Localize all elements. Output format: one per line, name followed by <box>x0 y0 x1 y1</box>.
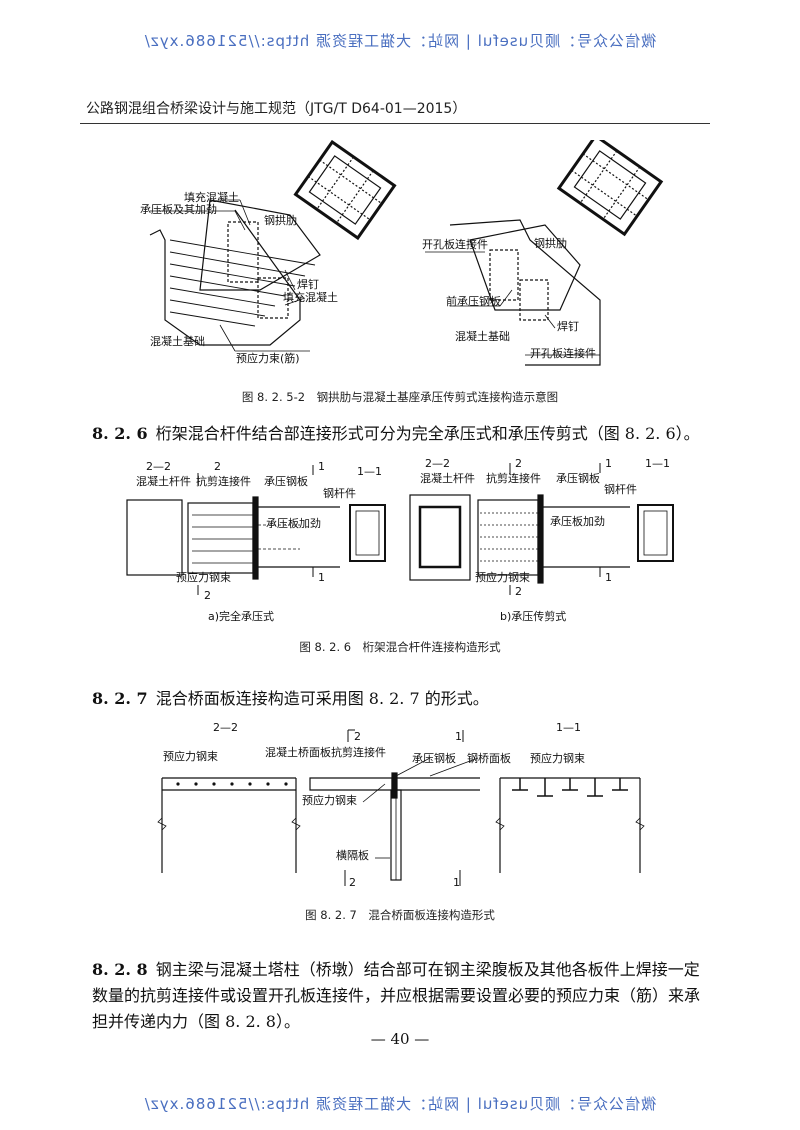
page-number: — 40 — <box>370 1030 430 1048</box>
b-concrete-member <box>477 499 539 576</box>
right-deck-section <box>499 777 641 873</box>
b-concrete-member-label: 混凝土杆件 <box>420 471 475 485</box>
a-steel-member-label: 钢杆件 <box>323 486 356 500</box>
watermark-bottom: 微信公众号：顺贝useful | 网站：大猫工程资源 https://52168… <box>143 1095 657 1113</box>
b-mark1-top: 1 <box>605 457 612 470</box>
diaphragm-label: 横隔板 <box>336 848 369 862</box>
header-rule <box>80 123 710 124</box>
label-concrete-foundation-right: 混凝土基础 <box>455 329 510 343</box>
right-prestress-label: 预应力钢束 <box>530 751 585 765</box>
figure-8-2-6: 2—2 混凝土杆件 2 抗剪连接件 承压钢板 1 1—1 钢杆件 承压板加劲 预… <box>126 457 674 623</box>
label-pbl-connector-top: 开孔板连接件 <box>422 237 488 251</box>
b-steel-member-label: 钢杆件 <box>604 482 637 496</box>
b-mark1-bottom: 1 <box>605 571 612 584</box>
clause-text: 混合桥面板连接构造可采用图 8. 2. 7 的形式。 <box>155 689 489 708</box>
watermark-top: 微信公众号：顺贝useful | 网站：大猫工程资源 https://52168… <box>143 32 657 50</box>
right-pbl-block <box>489 249 519 301</box>
a-sec11: 1—1 <box>357 465 382 478</box>
label-fill-concrete-top: 填充混凝土 <box>184 190 239 204</box>
a-prestress-label: 预应力钢束 <box>176 570 231 584</box>
left-foundation-outline <box>149 209 301 346</box>
left-fill-block <box>227 221 259 283</box>
a-sec22: 2—2 <box>146 460 171 473</box>
left-deck-section <box>161 777 297 873</box>
clause-text: 钢主梁与混凝土塔柱（桥墩）结合部可在钢主梁腹板及其他各板件上焊接一定数量的抗剪连… <box>92 960 701 1031</box>
label-steel-arch-rib-right: 钢拱肋 <box>534 236 567 250</box>
b-prestress-label: 预应力钢束 <box>475 570 530 584</box>
caption-8-2-5-2: 图 8. 2. 5-2 钢拱肋与混凝土基座承压传剪式连接构造示意图 <box>241 390 559 404</box>
mark1-top: 1 <box>455 730 462 743</box>
left-arch-cross-section <box>293 140 397 241</box>
b-section-2-2 <box>409 494 471 581</box>
a-steel-member <box>258 506 340 568</box>
label-stud-right: 焊钉 <box>557 319 579 333</box>
label-concrete-foundation-left: 混凝土基础 <box>150 334 205 348</box>
b-inner-frame <box>418 505 462 569</box>
a-bearing-plate <box>252 496 259 580</box>
b-mark2-bottom: 2 <box>515 585 522 598</box>
b-bearing-steel-plate-label: 承压钢板 <box>556 471 600 485</box>
clause-text: 桁架混合杆件结合部连接形式可分为完全承压式和承压传剪式（图 8. 2. 6）。 <box>155 424 700 443</box>
b-bearing-stiffener-label: 承压板加劲 <box>550 514 605 528</box>
bearing-steel-plate-label: 承压钢板 <box>412 751 456 765</box>
b-shear-connector-label: 抗剪连接件 <box>486 471 541 485</box>
a-section-2-2 <box>126 499 183 576</box>
left-arch-rib <box>199 199 321 291</box>
running-header: 公路钢混组合桥梁设计与施工规范（JTG/T D64-01—2015） <box>86 101 467 117</box>
deck-connector-label: 混凝土桥面板抗剪连接件 <box>265 745 386 759</box>
label-bearing-plate: 承压板及其加劲 <box>140 202 217 216</box>
a-mark1-bottom: 1 <box>318 571 325 584</box>
figure-8-2-5-2: 填充混凝土 承压板及其加劲 钢拱肋 焊钉 填充混凝土 混凝土基础 预应力束(筋)… <box>140 140 664 366</box>
figure-8-2-7: 2—2 预应力钢束 2 混凝土桥面板抗剪连接件 1 承压钢板 钢桥面板 预应力钢… <box>157 721 645 889</box>
b-bearing-plate <box>537 494 544 584</box>
a-mark1-top: 1 <box>318 460 325 473</box>
a-concrete-member-label: 混凝土杆件 <box>136 474 191 488</box>
mark1-bottom: 1 <box>453 876 460 889</box>
left-sec22: 2—2 <box>213 721 238 734</box>
label-front-bearing-plate: 前承压钢板 <box>446 294 501 308</box>
label-prestress-tendon: 预应力束(筋) <box>236 351 300 365</box>
bearing-plate-deck <box>391 772 398 799</box>
right-arch-rib <box>469 224 581 311</box>
clause-number: 8. 2. 8 <box>92 960 148 979</box>
right-foundation-outline <box>449 219 601 366</box>
b-mark2-top: 2 <box>515 457 522 470</box>
a-shear-connector-label: 抗剪连接件 <box>196 474 251 488</box>
a-section-1-1 <box>349 504 386 562</box>
b-sublabel: b)承压传剪式 <box>500 609 566 623</box>
b-steel-member <box>543 506 630 568</box>
a-sublabel: a)完全承压式 <box>208 609 274 623</box>
label-pbl-connector-bottom: 开孔板连接件 <box>530 346 596 360</box>
right-sec11: 1—1 <box>556 721 581 734</box>
mid-prestress-label: 预应力钢束 <box>302 793 357 807</box>
b-section-1-1 <box>637 504 674 562</box>
label-fill-concrete-bottom: 填充混凝土 <box>283 290 338 304</box>
clause-8-2-6: 8. 2. 6 桁架混合杆件结合部连接形式可分为完全承压式和承压传剪式（图 8. … <box>92 421 712 447</box>
a-bearing-steel-plate-label: 承压钢板 <box>264 474 308 488</box>
a-mark2-top: 2 <box>214 460 221 473</box>
steel-deck <box>397 777 480 791</box>
b-sec22: 2—2 <box>425 457 450 470</box>
clause-number: 8. 2. 6 <box>92 424 148 443</box>
mark2-top: 2 <box>354 730 361 743</box>
steel-deck-label: 钢桥面板 <box>467 751 511 765</box>
label-stud-left: 焊钉 <box>297 277 319 291</box>
mark2-bottom: 2 <box>349 876 356 889</box>
clause-8-2-7: 8. 2. 7 混合桥面板连接构造可采用图 8. 2. 7 的形式。 <box>92 686 712 712</box>
a-bearing-stiffener-label: 承压板加劲 <box>266 516 321 530</box>
left-prestress-label: 预应力钢束 <box>163 749 218 763</box>
label-steel-arch-rib-left: 钢拱肋 <box>264 213 297 227</box>
caption-8-2-6: 图 8. 2. 6 桁架混合杆件连接构造形式 <box>299 640 501 654</box>
caption-8-2-7: 图 8. 2. 7 混合桥面板连接构造形式 <box>305 908 495 922</box>
clause-number: 8. 2. 7 <box>92 689 148 708</box>
right-arch-cross-section <box>556 140 664 237</box>
a-concrete-member <box>187 502 254 574</box>
b-sec11: 1—1 <box>645 457 670 470</box>
a-mark2-bottom: 2 <box>204 589 211 602</box>
